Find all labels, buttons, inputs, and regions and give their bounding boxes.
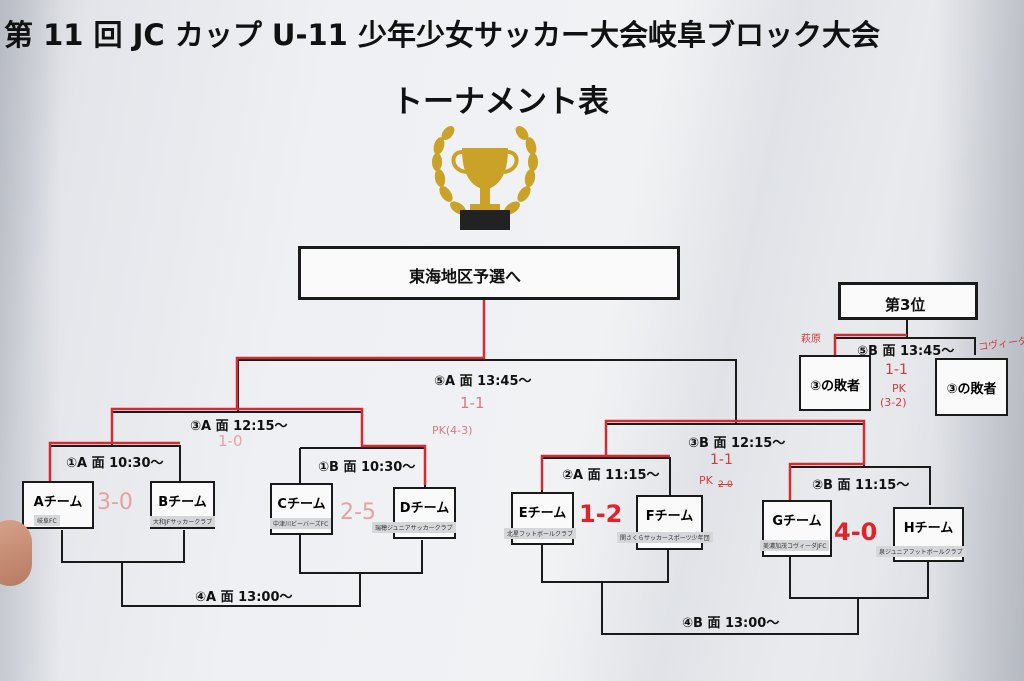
final-box-label: 東海地区予選へ [409, 267, 522, 286]
poster-title: 第 11 回 JC カップ U-11 少年少女サッカー大会岐阜ブロック大会 [4, 18, 880, 52]
match-a1-label: ①A 面 10:30〜 [66, 456, 164, 471]
loser-box-right: ③の敗者 [935, 358, 1008, 416]
club-label-h: 泉ジュニアフットボールクラブ [876, 546, 966, 557]
club-label-b: 大和JFサッカークラブ [150, 516, 216, 527]
score-cd: 2-5 [340, 500, 376, 525]
score-b2-pk: PK [699, 474, 713, 487]
match-b5-label: ⑤B 面 13:45〜 [857, 344, 955, 359]
team-name-e: Eチーム [518, 506, 567, 521]
club-label-f: 関さくらサッカースポーツ少年団 [617, 532, 713, 543]
trophy-icon [432, 126, 538, 230]
loser-right-label: ③の敗者 [946, 382, 997, 397]
club-label-a: 岐阜FC [34, 515, 60, 526]
score-b5: 1-1 [885, 362, 908, 378]
third-place-label: 第3位 [885, 296, 926, 314]
team-name-a: Aチーム [33, 495, 83, 510]
team-name-c: Cチーム [277, 497, 326, 512]
score-b5-pk-score: (3-2) [880, 396, 907, 409]
third-place-box: 第3位 [838, 282, 978, 320]
match-b3-label: ③B 面 12:15〜 [688, 436, 786, 451]
team-name-b: Bチーム [158, 495, 207, 510]
team-name-d: Dチーム [399, 501, 450, 516]
match-a3-label: ③A 面 12:15〜 [190, 419, 288, 434]
match-a5-label: ⑤A 面 13:45〜 [434, 374, 532, 389]
final-box: 東海地区予選へ [298, 246, 680, 300]
club-label-g: 美濃加茂コヴィーダJFC [760, 540, 830, 551]
match-a4-label: ④A 面 13:00〜 [195, 590, 293, 605]
score-b5-pk: PK [892, 382, 906, 395]
loser-box-left: ③の敗者 [799, 355, 871, 411]
score-gh: 4-0 [834, 518, 878, 546]
loser-left-label: ③の敗者 [809, 379, 860, 394]
match-b2-label: ②B 面 11:15〜 [812, 478, 910, 493]
score-a5-pk: PK(4-3) [432, 424, 473, 437]
score-b2-pk-score: 2-0 [718, 480, 733, 490]
team-name-h: Hチーム [903, 521, 954, 536]
score-a5: 1-1 [460, 394, 485, 412]
club-label-e: 北星フットボールクラブ [504, 528, 577, 539]
poster-subtitle: トーナメント表 [392, 84, 609, 120]
score-b5-left-name: 萩原 [801, 334, 821, 345]
match-b1-label: ①B 面 10:30〜 [318, 460, 416, 475]
score-a3: 1-0 [218, 432, 243, 450]
club-label-c: 中津川ビーバーズFC [270, 518, 332, 529]
team-name-f: Fチーム [645, 509, 694, 524]
score-b2: 1-1 [710, 452, 733, 468]
match-b4-label: ④B 面 13:00〜 [682, 616, 780, 631]
team-name-g: Gチーム [772, 514, 822, 529]
score-ab: 3-0 [97, 490, 133, 515]
match-a2-label: ②A 面 11:15〜 [562, 468, 660, 483]
club-label-d: 瑞穂ジュニアサッカークラブ [372, 522, 456, 533]
score-ef: 1-2 [579, 500, 623, 528]
